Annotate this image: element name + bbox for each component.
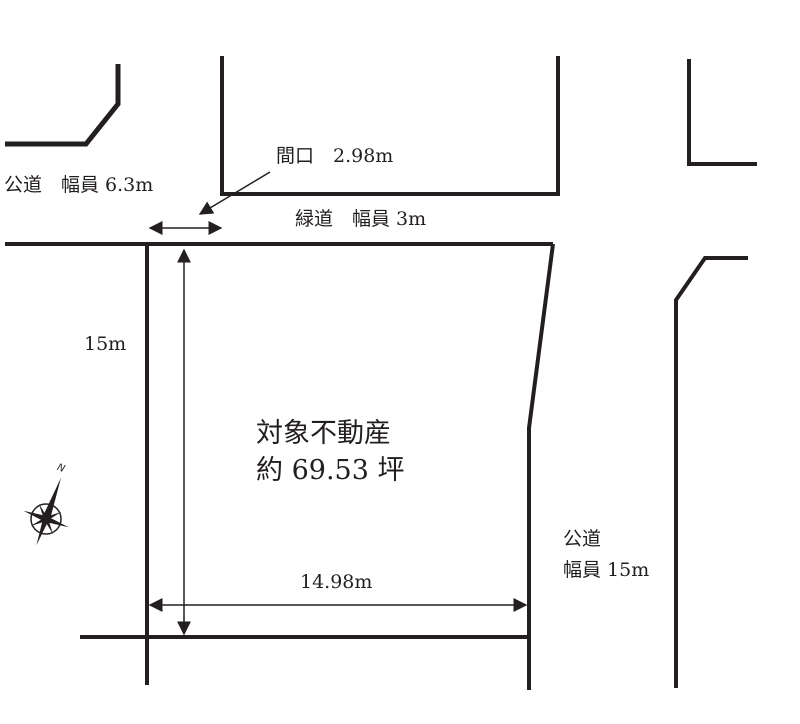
compass-rose-icon (23, 477, 69, 546)
neighbor-lot-top-middle (220, 56, 560, 196)
property-title: 対象不動産 (256, 418, 391, 449)
green-path-label: 緑道 幅員 3m (295, 208, 427, 230)
property-boundary-right (527, 243, 555, 690)
frontage-leader-line (198, 171, 271, 215)
east-road-label-line2: 幅員 15m (563, 559, 650, 581)
property-area: 約 69.53 坪 (256, 455, 405, 486)
east-road-edge (674, 256, 748, 688)
west-road-label: 公道 幅員 6.3m (4, 174, 154, 196)
east-road-label-line1: 公道 (563, 528, 602, 550)
frontage-label: 間口 2.98m (276, 145, 394, 167)
neighbor-lot-top-left (5, 64, 121, 147)
neighbor-lot-top-right (687, 59, 757, 166)
depth-label: 15m (84, 333, 127, 355)
width-label: 14.98m (300, 571, 373, 593)
